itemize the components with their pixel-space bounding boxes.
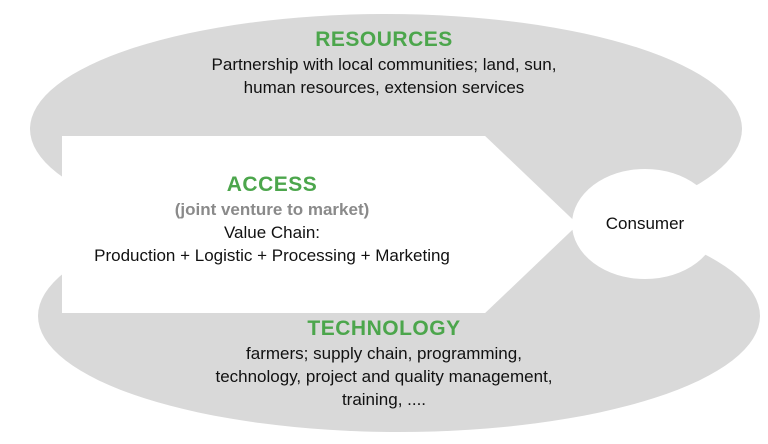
- consumer-label: Consumer: [605, 214, 685, 233]
- technology-section: TECHNOLOGY farmers; supply chain, progra…: [0, 316, 768, 411]
- value-chain-line: Production + Logistic + Processing + Mar…: [94, 246, 450, 265]
- technology-line1: farmers; supply chain, programming,: [246, 344, 522, 363]
- access-title: ACCESS: [226, 173, 318, 196]
- access-arrow-shape: [62, 136, 578, 313]
- consumer-ellipse: Consumer: [572, 169, 718, 279]
- technology-title: TECHNOLOGY: [307, 317, 461, 340]
- value-chain-label: Value Chain:: [223, 223, 321, 242]
- resources-line1: Partnership with local communities; land…: [211, 55, 557, 74]
- technology-line2: technology, project and quality manageme…: [215, 367, 553, 386]
- resources-section: RESOURCES Partnership with local communi…: [0, 27, 768, 99]
- technology-line3: training, ....: [341, 390, 427, 409]
- access-subtitle: (joint venture to market): [174, 200, 370, 219]
- access-section: ACCESS (joint venture to market) Value C…: [62, 172, 482, 267]
- resources-title: RESOURCES: [315, 28, 453, 51]
- resources-line2: human resources, extension services: [243, 78, 525, 97]
